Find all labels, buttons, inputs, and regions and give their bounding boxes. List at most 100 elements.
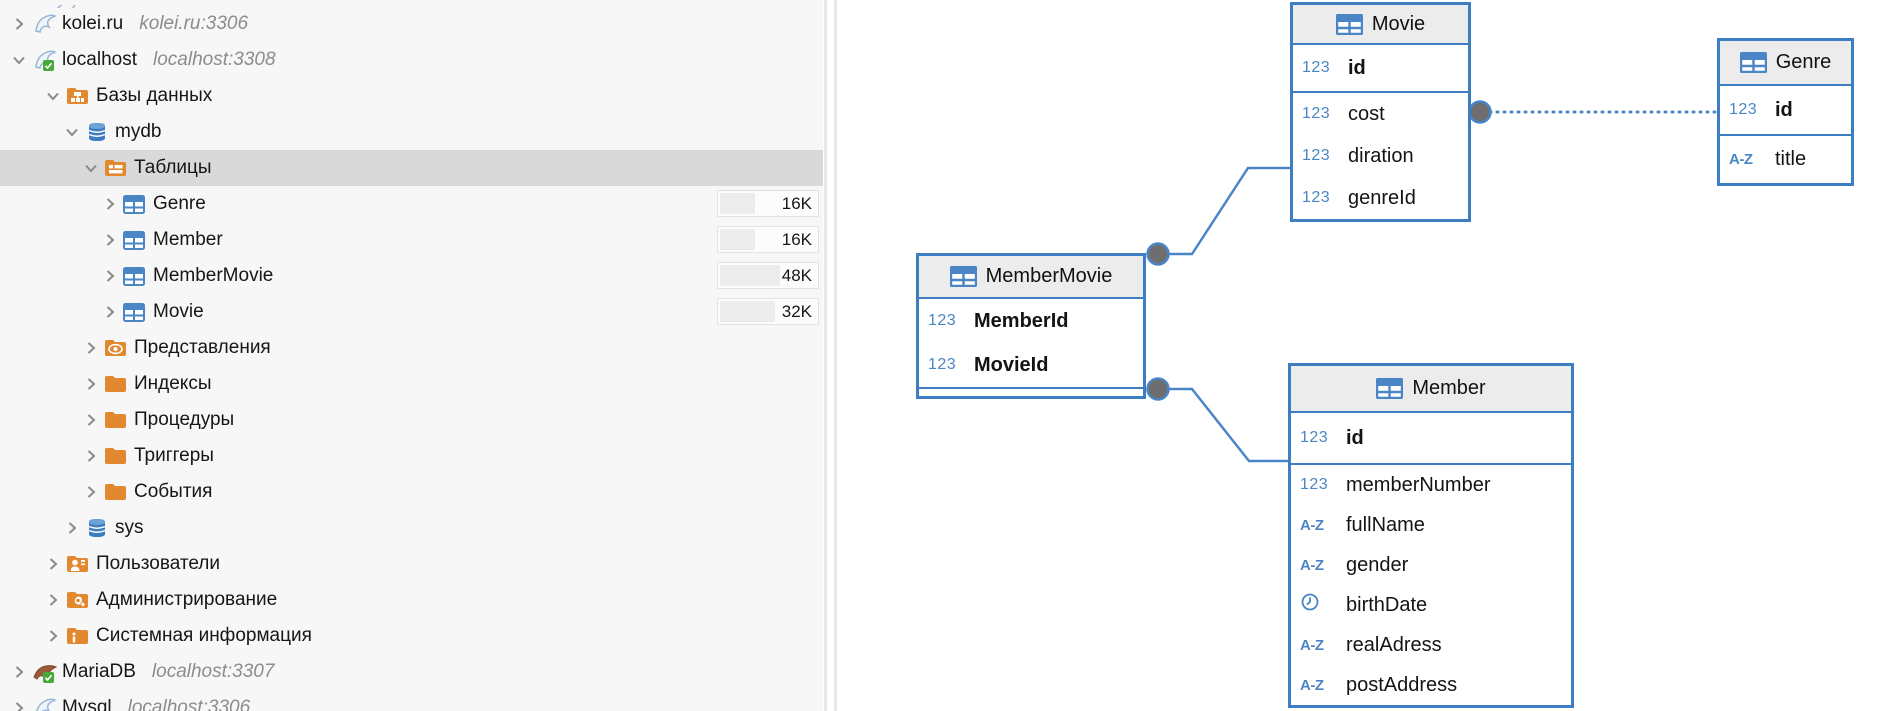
panel-divider-sash[interactable] bbox=[834, 0, 837, 711]
er-table-header[interactable]: Genre bbox=[1720, 41, 1851, 86]
chevron-right-icon[interactable] bbox=[78, 481, 104, 503]
number-type-icon: 123 bbox=[1300, 429, 1329, 446]
table-icon bbox=[123, 192, 149, 216]
chevron-right-icon[interactable] bbox=[97, 265, 123, 287]
views-folder-icon bbox=[104, 336, 130, 360]
connection-host-detail: localhost:3306 bbox=[127, 697, 251, 711]
er-column-name: cost bbox=[1348, 102, 1385, 125]
tree-item-genre[interactable]: Genre 16K bbox=[0, 186, 823, 222]
panel-divider[interactable] bbox=[824, 0, 827, 711]
chevron-right-icon[interactable] bbox=[78, 409, 104, 431]
er-column-name: id bbox=[1775, 98, 1793, 121]
table-size-bar bbox=[720, 229, 755, 250]
table-size-bar bbox=[720, 193, 755, 214]
info-folder-icon bbox=[66, 624, 92, 648]
connection-host-detail: localhost:3307 bbox=[151, 661, 275, 682]
number-type-icon: 123 bbox=[1302, 59, 1331, 76]
chevron-right-icon[interactable] bbox=[97, 229, 123, 251]
tree-item-mariadb[interactable]: MariaDB localhost:3307 bbox=[0, 654, 823, 690]
tree-item-tables-folder[interactable]: Таблицы bbox=[0, 150, 823, 186]
chevron-right-icon[interactable] bbox=[40, 553, 66, 575]
tree-item-system-info[interactable]: Системная информация bbox=[0, 618, 823, 654]
chevron-right-icon[interactable] bbox=[78, 337, 104, 359]
table-size-badge: 16K bbox=[717, 226, 819, 253]
databases-folder-icon bbox=[66, 84, 92, 108]
connection-host-detail: kolei.ru:3306 bbox=[139, 13, 249, 34]
er-column-title[interactable]: A-Z title bbox=[1720, 136, 1851, 183]
tree-item-sys[interactable]: sys bbox=[0, 510, 823, 546]
folder-icon bbox=[104, 408, 130, 432]
tree-item-label: Таблицы bbox=[134, 157, 212, 178]
chevron-right-icon[interactable] bbox=[97, 301, 123, 323]
chevron-right-icon[interactable] bbox=[97, 193, 123, 215]
tree-item-views[interactable]: Представления bbox=[0, 330, 823, 366]
er-table-empty-section bbox=[919, 389, 1143, 396]
number-type-icon: 123 bbox=[1302, 189, 1331, 206]
er-table-header[interactable]: MemberMovie bbox=[919, 256, 1143, 299]
tree-item-events[interactable]: События bbox=[0, 474, 823, 510]
table-size-badge: 16K bbox=[717, 190, 819, 217]
chevron-right-icon[interactable] bbox=[6, 13, 32, 35]
number-type-icon: 123 bbox=[1729, 101, 1758, 118]
er-table-name: Member bbox=[1412, 377, 1486, 399]
folder-icon bbox=[104, 444, 130, 468]
tree-item-indexes[interactable]: Индексы bbox=[0, 366, 823, 402]
tree-item-label: sys bbox=[115, 517, 144, 538]
chevron-down-icon[interactable] bbox=[59, 121, 85, 143]
chevron-right-icon[interactable] bbox=[40, 589, 66, 611]
chevron-right-icon[interactable] bbox=[40, 625, 66, 647]
chevron-right-icon[interactable] bbox=[59, 517, 85, 539]
table-icon bbox=[123, 300, 149, 324]
tree-item-label: Genre bbox=[153, 193, 206, 214]
tree-item-users[interactable]: Пользователи bbox=[0, 546, 823, 582]
er-table-header[interactable]: Movie bbox=[1293, 5, 1468, 45]
chevron-down-icon[interactable] bbox=[40, 85, 66, 107]
tree-item-label: Представления bbox=[134, 337, 271, 358]
er-table-name: Movie bbox=[1371, 12, 1426, 35]
chevron-right-icon[interactable] bbox=[6, 661, 32, 683]
er-column-name: postAddress bbox=[1346, 673, 1458, 696]
text-type-icon: A-Z bbox=[1729, 151, 1753, 168]
er-column-name: title bbox=[1775, 148, 1807, 170]
text-type-icon: A-Z bbox=[1300, 676, 1324, 694]
er-column-birthdate[interactable]: birthDate bbox=[1291, 585, 1571, 625]
tree-item-databases[interactable]: Базы данных bbox=[0, 78, 823, 114]
chevron-right-icon[interactable] bbox=[6, 697, 32, 711]
tree-item-triggers[interactable]: Триггеры bbox=[0, 438, 823, 474]
chevron-down-icon[interactable] bbox=[6, 49, 32, 71]
er-column-id[interactable]: 123 id bbox=[1720, 86, 1851, 134]
er-column-postaddress[interactable]: A-Z postAddress bbox=[1291, 665, 1571, 705]
tree-item-label: MariaDB bbox=[62, 661, 136, 682]
tree-item-administration[interactable]: Администрирование bbox=[0, 582, 823, 618]
chevron-right-icon[interactable] bbox=[78, 373, 104, 395]
chevron-down-icon[interactable] bbox=[78, 157, 104, 179]
table-size-value: 16K bbox=[781, 194, 812, 213]
tree-item-procedures[interactable]: Процедуры bbox=[0, 402, 823, 438]
tree-item-label: Администрирование bbox=[96, 589, 278, 610]
tree-item-mydb[interactable]: mydb bbox=[0, 114, 823, 150]
chevron-right-icon[interactable] bbox=[78, 445, 104, 467]
er-table-header[interactable]: Member bbox=[1291, 366, 1571, 413]
